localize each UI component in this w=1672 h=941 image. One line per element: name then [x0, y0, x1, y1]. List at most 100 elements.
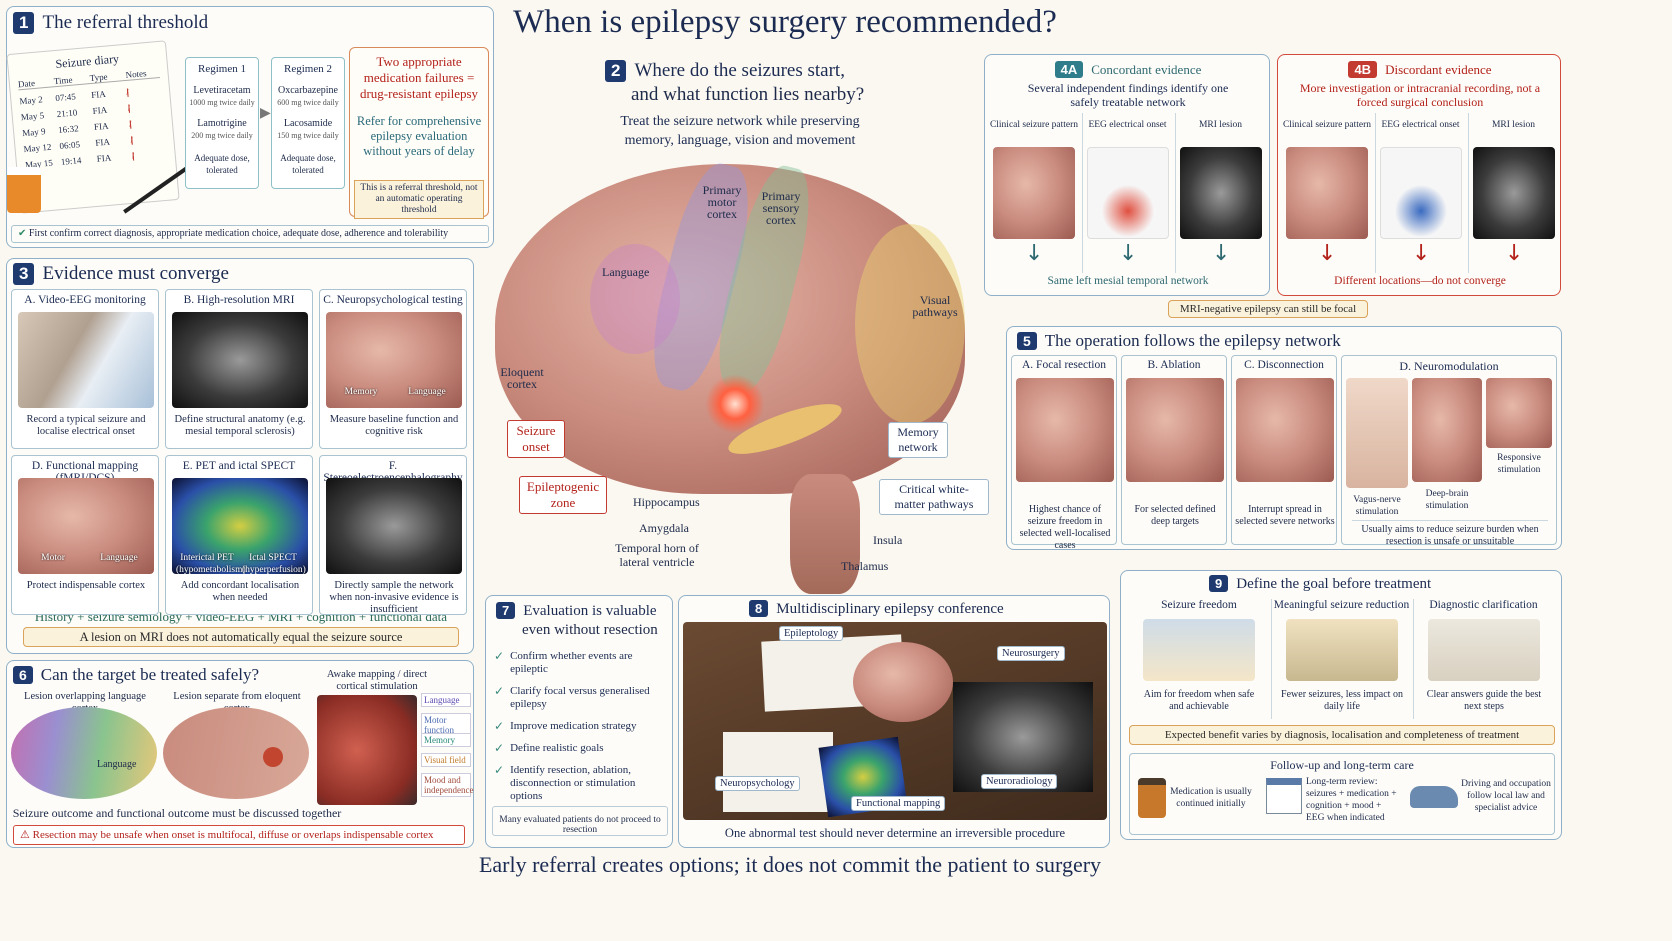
operation-image: [1236, 378, 1334, 482]
column-image: [1380, 147, 1462, 239]
goal-title: Seizure freedom: [1161, 599, 1237, 611]
panel-title: Multidisciplinary epilepsy conference: [776, 601, 1004, 617]
image-label-1: Memory: [344, 387, 378, 397]
evidence-cell-caption: Protect indispensable cortex: [26, 580, 146, 591]
label-amygdala: Amygdala: [639, 521, 689, 535]
lesion-warning: A lesion on MRI does not automatically e…: [23, 627, 459, 647]
evidence-image: Interictal PET (hypometabolism)Ictal SPE…: [172, 478, 308, 574]
evidence-column: Clinical seizure pattern↓: [989, 113, 1079, 273]
column-image: [1087, 147, 1169, 239]
discordant-footer: Different locations—do not converge: [1334, 275, 1506, 287]
unsafe-warning: ⚠ Resection may be unsafe when onset is …: [13, 825, 465, 845]
warning-icon: ⚠: [20, 829, 33, 841]
mapping-tag: Language: [421, 693, 471, 707]
seizure-onset-glow: [705, 374, 765, 434]
column-title: EEG electrical onset: [1381, 120, 1460, 130]
evidence-image: [326, 478, 462, 574]
brain-illustration: [495, 164, 965, 494]
drug-resistant-box: Two appropriate medication failures = dr…: [349, 47, 489, 219]
evidence-cell-caption: Define structural anatomy (e.g. mesial t…: [174, 414, 306, 437]
column-title: Clinical seizure pattern: [1282, 120, 1372, 130]
image-label-2: Language: [408, 387, 446, 397]
subtitle-line1: Treat the seizure network while preservi…: [620, 114, 860, 129]
tally-mark: ||||/: [129, 118, 131, 129]
diary-cell: 06:05: [59, 139, 81, 151]
diary-cell: 19:14: [60, 155, 82, 167]
panel-number: 8: [749, 600, 769, 617]
brainstem: [790, 474, 860, 594]
checklist-item: ✓Improve medication strategy: [494, 720, 670, 733]
operation-title: A. Focal resection: [1022, 359, 1106, 371]
diary-cell: FIA: [96, 152, 112, 164]
label-epileptogenic-zone: Epileptogenic zone: [519, 476, 607, 514]
diary-cell: May 5: [20, 110, 45, 123]
mri-films: [953, 682, 1093, 792]
panel-number: 1: [13, 12, 35, 34]
brain-lesion-separate: [163, 707, 309, 799]
evidence-image: [172, 312, 308, 408]
language-region: [590, 244, 680, 354]
column-title: EEG electrical onset: [1088, 120, 1167, 130]
panel-number: 6: [13, 666, 33, 684]
panel-title: The referral threshold: [42, 12, 209, 33]
label-seizure-onset: Seizure onset: [507, 420, 565, 458]
tally-mark: ||||/: [130, 134, 132, 145]
page-title: When is epilepsy surgery recommended?: [513, 4, 1057, 40]
arrow-down-icon: ↓: [1212, 241, 1231, 266]
evidence-column: EEG electrical onset↓: [1082, 113, 1172, 273]
tally-mark: ||||/: [128, 102, 129, 113]
drug-resistant-text: Two appropriate medication failures = dr…: [359, 54, 479, 101]
panel-title-line1: Where do the seizures start,: [634, 60, 845, 81]
label-primary-sensory-cortex: Primary sensory cortex: [761, 189, 801, 227]
mri-negative-note: MRI-negative epilepsy can still be focal: [1168, 300, 1368, 318]
evidence-cell: F. StereoelectroencephalographyDirectly …: [319, 455, 467, 615]
vns-illustration: [1346, 378, 1408, 488]
image-label-1: Motor: [41, 553, 65, 563]
not-resection-note: Many evaluated patients do not proceed t…: [492, 806, 668, 836]
panel-title-line2: even without resection: [522, 622, 658, 638]
panel-title-line2: and what function lies nearby?: [631, 84, 865, 105]
check-icon: ✔: [18, 228, 29, 239]
operation-image: [1126, 378, 1224, 482]
goal-caption: Fewer seizures, less impact on daily lif…: [1281, 689, 1403, 712]
panel-number: 4A: [1054, 61, 1084, 78]
operation-image: [1016, 378, 1114, 482]
evidence-cell-caption: Directly sample the network when non-inv…: [329, 580, 459, 615]
panel-title: The operation follows the epilepsy netwo…: [1044, 331, 1341, 350]
lesion-marker: [263, 747, 283, 767]
arrow-right-icon: ▶: [260, 106, 271, 121]
evidence-cell: D. Functional mapping (fMRI/DCS)MotorLan…: [11, 455, 159, 615]
column-title: MRI lesion: [1491, 120, 1535, 130]
pill-bottle-icon: [7, 167, 41, 213]
check-circle-icon: ✓: [494, 684, 505, 698]
evidence-cell-title: A. Video-EEG monitoring: [24, 294, 146, 306]
checklist-text: Define realistic goals: [510, 742, 604, 754]
operation-caption: For selected defined deep targets: [1134, 504, 1216, 527]
rns-illustration: [1486, 378, 1552, 448]
diary-header-cell: Notes: [125, 68, 147, 80]
column-title: MRI lesion: [1198, 120, 1242, 130]
panel-number: 5: [1017, 332, 1037, 350]
checklist-item: ✓Define realistic goals: [494, 742, 670, 755]
checklist-item: ✓Confirm whether events are epileptic: [494, 650, 670, 676]
label-critical-white-matter: Critical white-matter pathways: [879, 479, 989, 515]
label-primary-motor-cortex: Primary motor cortex: [702, 183, 742, 221]
panel-number: 9: [1209, 575, 1229, 592]
panel-number: 4B: [1348, 61, 1378, 78]
image-label-2: Language: [100, 553, 138, 563]
diary-cell: 07:45: [54, 91, 77, 104]
car-icon: [1410, 786, 1458, 808]
refer-text: Refer for comprehensive epilepsy evaluat…: [356, 114, 482, 158]
operation-caption: Highest chance of seizure freedom in sel…: [1019, 504, 1111, 551]
